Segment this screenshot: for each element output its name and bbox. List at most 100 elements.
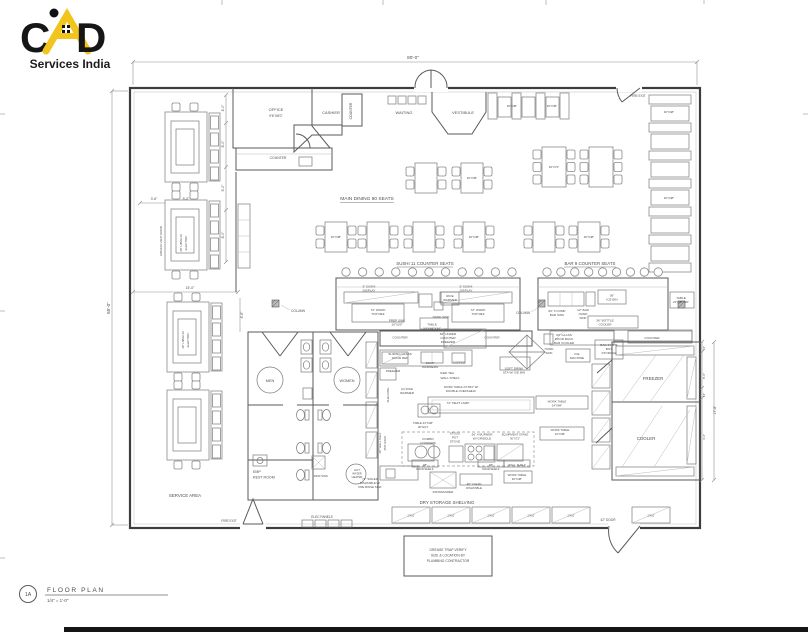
plan-label: 60" UNDER <box>440 332 457 336</box>
plan-label: 36" 4 BURNER <box>471 433 493 437</box>
dining-table <box>357 221 399 253</box>
bar-stool <box>653 267 663 277</box>
plan-label: TABLE <box>676 296 686 300</box>
booth-table <box>650 217 690 234</box>
work-table <box>535 395 589 410</box>
plan-label: 24"X48"X34" <box>423 327 441 331</box>
rice-warmer <box>440 291 460 306</box>
hibachi-table <box>164 190 221 280</box>
plan-label: HAND <box>545 347 555 351</box>
bar-table <box>669 291 695 309</box>
sushi-stool <box>490 267 501 277</box>
lavatory <box>300 357 313 373</box>
plan-label: ICE BIN <box>606 298 617 302</box>
hibachi-table <box>166 292 223 382</box>
plan-label: WALL SHELF <box>440 376 459 380</box>
plan-label: 4'-0" <box>221 104 225 112</box>
sushi-stool <box>507 267 517 277</box>
plan-label: 6'-0" <box>221 184 225 192</box>
plan-label: 2'X10' <box>567 514 575 518</box>
coffee-maker <box>451 352 466 364</box>
plan-label: WARMERS <box>422 365 438 369</box>
plan-label: TABLE 24"X48" <box>413 421 433 425</box>
plan-label: 8'-0" <box>221 231 225 239</box>
booth-table <box>521 96 536 118</box>
plan-label: SOUP <box>426 361 435 365</box>
plan-label: ELECTRIC <box>184 235 188 251</box>
plan-label: 4'-6" <box>240 311 244 319</box>
title-block <box>19 585 168 603</box>
vestibule-door-leaf <box>414 69 432 89</box>
sushi-counter <box>335 267 521 331</box>
booth-bench <box>648 178 692 189</box>
room-women: WOMEN <box>340 379 355 383</box>
three-comp-bar-sink <box>547 291 585 307</box>
booth-table <box>650 245 690 262</box>
plan-label: 12" BAR <box>577 308 590 312</box>
undercounter-freezer <box>443 328 487 349</box>
stock-pot-stove <box>448 445 464 463</box>
hand-sink <box>433 301 444 311</box>
room-main-dining: MAIN DINING 80 SEATS <box>340 196 394 202</box>
booth-bench <box>648 94 692 105</box>
plan-label: RICE <box>446 294 453 298</box>
plan-label: DISPLAY <box>460 289 473 293</box>
logo-window-pane <box>62 25 65 28</box>
kitchen-equipment <box>365 328 611 489</box>
plan-label: ELECTRIC <box>186 332 190 348</box>
dining-table <box>405 162 447 194</box>
office-walls <box>232 88 331 149</box>
bottle-cooler <box>587 315 639 329</box>
sushi-stool <box>357 267 368 277</box>
pre-rinse-sink <box>385 468 396 479</box>
work-table <box>419 317 449 330</box>
structural-columns <box>271 299 686 313</box>
toilet <box>296 442 310 454</box>
bar-stool <box>542 267 552 277</box>
storage-cabinet <box>591 363 611 389</box>
work-table <box>503 470 533 484</box>
cooler-counter <box>613 329 693 342</box>
plan-label: SINK <box>545 351 553 355</box>
plan-label: COUNTER <box>270 156 287 160</box>
plan-label: 15'-0" <box>186 286 195 290</box>
interior-partitions <box>232 88 487 292</box>
room-waiting: WAITING <box>396 110 413 115</box>
exhaust-hood <box>401 431 535 467</box>
plan-label: 36" <box>610 294 615 298</box>
plan-label: WARMER <box>400 391 415 395</box>
plan-label: 2'X10' <box>487 514 495 518</box>
plan-label: TOP REF <box>371 312 384 316</box>
clean-dishtable <box>459 473 493 486</box>
storage-door-42 <box>608 525 641 554</box>
service-counter-office <box>235 147 333 171</box>
plan-label: SINK <box>579 316 587 320</box>
lavatory <box>319 339 332 355</box>
booth-table <box>650 105 690 122</box>
plan-label: DOOR REF <box>392 356 408 360</box>
ice-bin <box>597 289 627 305</box>
sheet-bottom-bar <box>64 627 808 632</box>
bar-hand-sink-2 <box>543 333 554 345</box>
dining-furniture <box>164 92 692 470</box>
plan-label: 9'6"X8'0" <box>269 114 283 118</box>
plan-label: FIRE EXIT <box>630 94 645 98</box>
sushi-stool <box>391 267 401 277</box>
work-table <box>539 426 585 441</box>
plan-label: SLIDING GLASS <box>388 352 412 356</box>
urinal <box>302 387 313 400</box>
plan-label: 30"X48" <box>664 196 674 200</box>
storage-cabinet <box>591 444 611 470</box>
turning-radius-men <box>256 366 284 394</box>
plan-label: MOP SINK <box>314 474 328 478</box>
plan-label: 17'-8" <box>713 405 717 414</box>
booth-table <box>650 133 690 150</box>
plan-label: 5' SUSHI <box>363 285 376 289</box>
plan-label: 30"X48" <box>584 235 594 239</box>
plan-label: 30"HGT <box>418 425 429 429</box>
sushi-display-case <box>439 291 513 304</box>
booth-bench <box>648 262 692 273</box>
plan-label: 48" HIBACHI <box>179 234 183 252</box>
plan-label: PRE RINSE SINK <box>358 485 381 489</box>
